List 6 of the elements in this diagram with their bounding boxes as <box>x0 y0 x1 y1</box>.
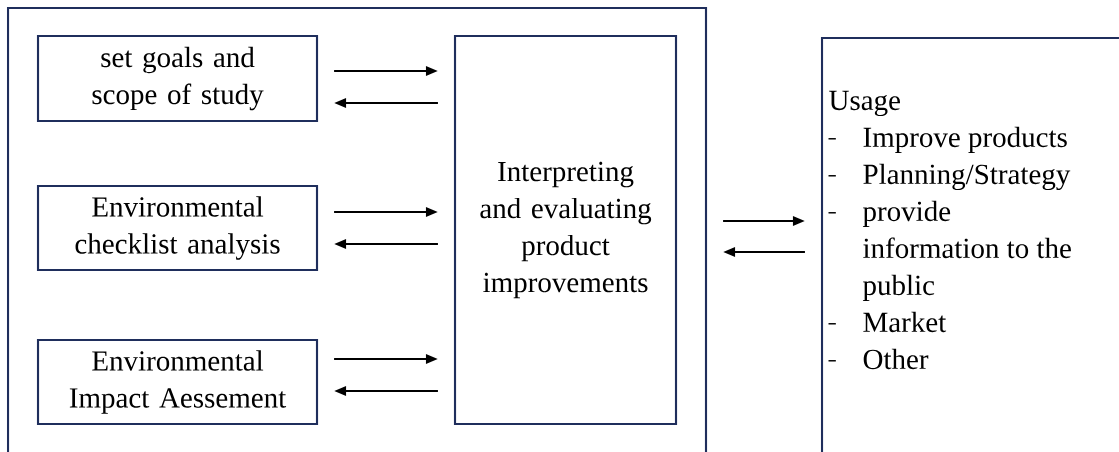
process-box: Environmental checklist analysis <box>36 184 319 272</box>
process-box: Environmental Impact Aessement <box>36 338 319 426</box>
process-box: set goals and scope of study <box>36 34 319 123</box>
usage-list-box: Usage Improve products Planning/Strategy provide information to the public Market Other <box>820 36 1119 452</box>
process-box: Interpreting and evaluating product improvements <box>453 34 678 426</box>
frame-box <box>6 6 708 452</box>
